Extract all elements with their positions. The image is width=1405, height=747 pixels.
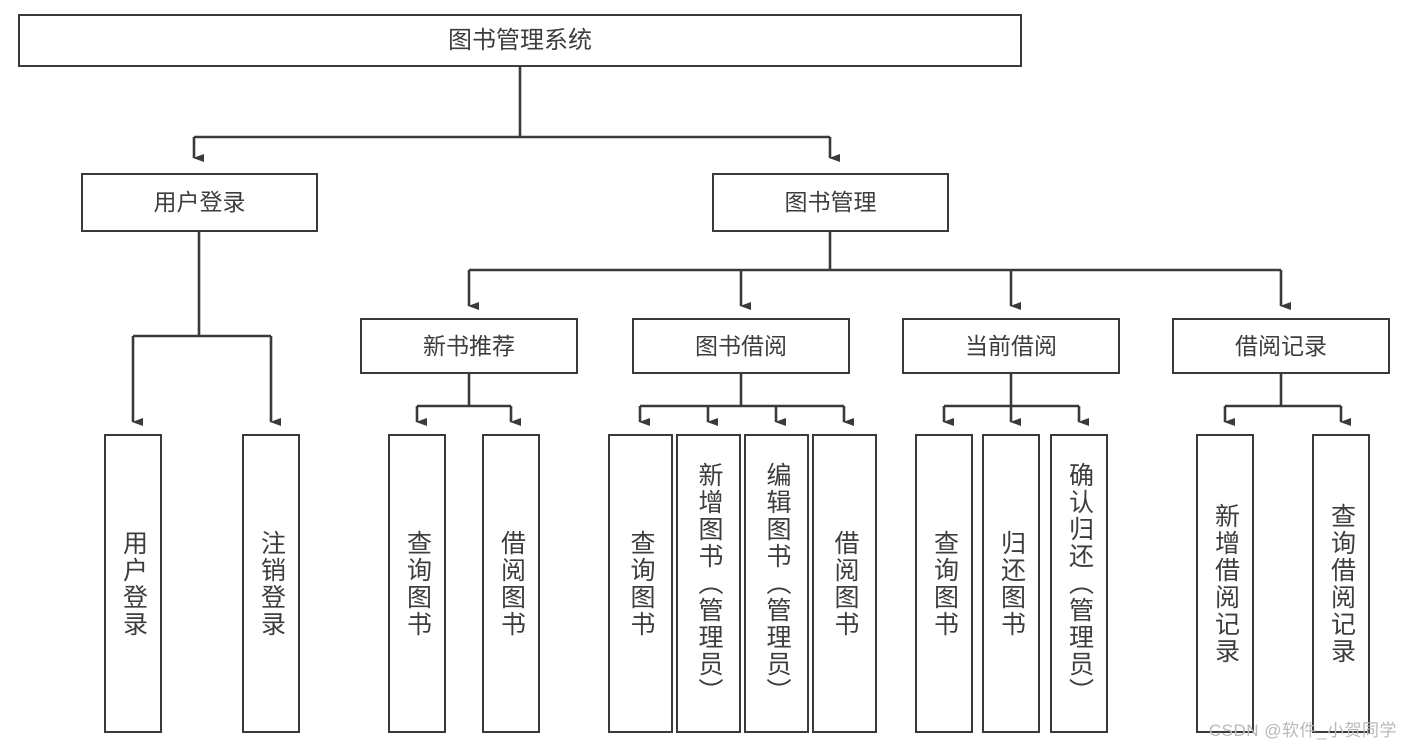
- node-leaf-query-book-3-label: 查询图书: [930, 529, 959, 638]
- node-leaf-edit-book-label: 编辑图书（管理员）: [763, 462, 791, 705]
- node-leaf-query-book-2[interactable]: 查询图书: [608, 434, 673, 733]
- node-leaf-return-book-label: 归还图书: [997, 529, 1026, 638]
- node-current-borrow-label: 当前借阅: [965, 332, 1057, 359]
- node-leaf-query-book-3[interactable]: 查询图书: [915, 434, 973, 733]
- node-leaf-query-book-2-label: 查询图书: [627, 529, 655, 638]
- node-user-login-label: 用户登录: [153, 189, 246, 216]
- node-leaf-borrow-book-1-label: 借阅图书: [497, 529, 526, 638]
- node-leaf-add-book[interactable]: 新增图书（管理员）: [676, 434, 741, 733]
- node-current-borrow[interactable]: 当前借阅: [902, 318, 1120, 374]
- node-leaf-borrow-book-1[interactable]: 借阅图书: [482, 434, 540, 733]
- node-borrow-record-label: 借阅记录: [1235, 332, 1327, 359]
- node-borrow-record[interactable]: 借阅记录: [1172, 318, 1390, 374]
- node-leaf-add-record-label: 新增借阅记录: [1211, 502, 1240, 665]
- node-root-label: 图书管理系统: [448, 26, 592, 54]
- watermark: CSDN @软件_小贺同学: [1208, 721, 1397, 740]
- node-new-book-recommend-label: 新书推荐: [423, 332, 515, 359]
- node-leaf-edit-book[interactable]: 编辑图书（管理员）: [744, 434, 809, 733]
- node-leaf-borrow-book-2-label: 借阅图书: [831, 529, 859, 638]
- node-new-book-recommend[interactable]: 新书推荐: [360, 318, 578, 374]
- node-book-management-label: 图书管理: [784, 189, 877, 216]
- node-book-borrow-label: 图书借阅: [695, 332, 787, 359]
- node-leaf-borrow-book-2[interactable]: 借阅图书: [812, 434, 877, 733]
- node-leaf-logout-label: 注销登录: [257, 529, 286, 638]
- node-leaf-query-record[interactable]: 查询借阅记录: [1312, 434, 1370, 733]
- node-leaf-logout[interactable]: 注销登录: [242, 434, 300, 733]
- node-leaf-user-login-label: 用户登录: [119, 529, 148, 638]
- node-leaf-add-book-label: 新增图书（管理员）: [695, 462, 723, 705]
- node-leaf-add-record[interactable]: 新增借阅记录: [1196, 434, 1254, 733]
- node-user-login[interactable]: 用户登录: [81, 173, 318, 232]
- node-leaf-query-book-1-label: 查询图书: [403, 529, 432, 638]
- node-root[interactable]: 图书管理系统: [18, 14, 1022, 67]
- node-leaf-query-record-label: 查询借阅记录: [1327, 502, 1356, 665]
- node-leaf-query-book-1[interactable]: 查询图书: [388, 434, 446, 733]
- node-leaf-confirm-return-label: 确认归还（管理员）: [1065, 462, 1094, 705]
- node-book-management[interactable]: 图书管理: [712, 173, 949, 232]
- node-leaf-user-login[interactable]: 用户登录: [104, 434, 162, 733]
- node-book-borrow[interactable]: 图书借阅: [632, 318, 850, 374]
- node-leaf-return-book[interactable]: 归还图书: [982, 434, 1040, 733]
- node-leaf-confirm-return[interactable]: 确认归还（管理员）: [1050, 434, 1108, 733]
